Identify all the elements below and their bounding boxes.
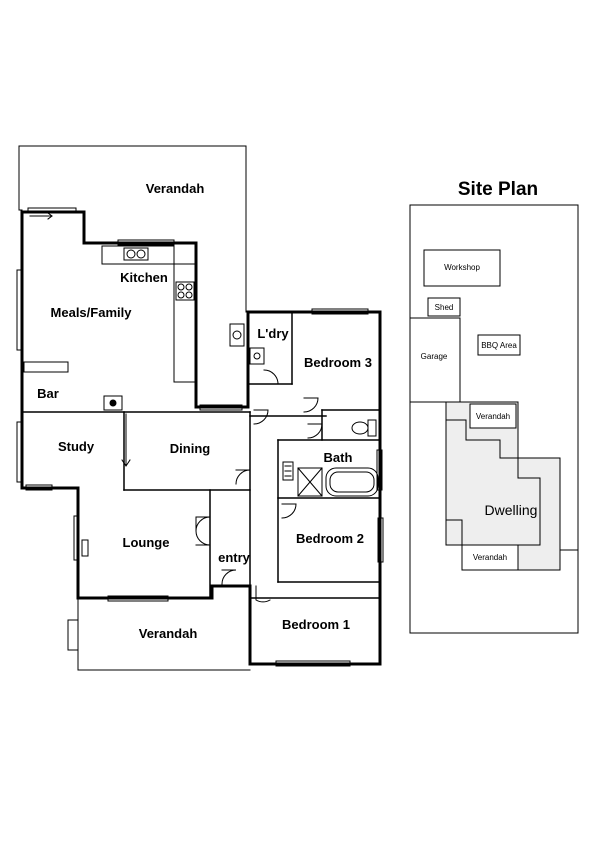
- label-bedroom-1: Bedroom 1: [282, 617, 350, 632]
- site-label-dwelling: Dwelling: [485, 502, 538, 518]
- site-label-workshop: Workshop: [444, 263, 480, 272]
- label-kitchen: Kitchen: [120, 270, 168, 285]
- label-bedroom-2: Bedroom 2: [296, 531, 364, 546]
- windows: [16, 207, 384, 667]
- door-swings: [29, 212, 323, 603]
- house-outer-wall-main: [20, 210, 382, 666]
- site-label-verandah-top: Verandah: [476, 412, 510, 421]
- label-verandah-rear: Verandah: [146, 181, 205, 196]
- label-meals-family: Meals/Family: [51, 305, 133, 320]
- label-laundry: L'dry: [257, 326, 289, 341]
- label-entry: entry: [218, 550, 251, 565]
- room-labels: Verandah Kitchen Meals/Family L'dry Bedr…: [37, 181, 372, 641]
- label-dining: Dining: [170, 441, 210, 456]
- site-label-verandah-bottom: Verandah: [473, 553, 507, 562]
- site-label-garage: Garage: [421, 352, 448, 361]
- site-workshop: [423, 249, 501, 287]
- laundry-fittings: [229, 323, 265, 365]
- rear-verandah-outline: [18, 145, 247, 313]
- label-lounge: Lounge: [123, 535, 170, 550]
- house-outer-wall-west: [82, 210, 382, 414]
- site-dwelling: [445, 401, 578, 571]
- site-verandah-bottom-box: [461, 544, 519, 571]
- kitchen-fittings: [23, 245, 197, 467]
- site-label-shed: Shed: [435, 303, 454, 312]
- label-bath: Bath: [324, 450, 353, 465]
- label-bar: Bar: [37, 386, 59, 401]
- verandah-step: [67, 619, 79, 651]
- site-label-bbq-area: BBQ Area: [481, 341, 517, 350]
- floor-plan: [16, 145, 384, 671]
- site-verandah-top-box: [469, 403, 517, 429]
- lounge-fireplace: [81, 539, 89, 557]
- label-study: Study: [58, 439, 95, 454]
- site-plan: Site Plan Workshop Shed Garage BBQ Area …: [409, 179, 579, 634]
- interior-walls: [21, 311, 381, 599]
- site-bbq-area: [477, 334, 521, 356]
- site-boundary: [409, 204, 579, 634]
- site-shed: [427, 297, 461, 317]
- label-bedroom-3: Bedroom 3: [304, 355, 372, 370]
- bathroom-fittings: [282, 419, 379, 497]
- site-plan-title: Site Plan: [458, 179, 538, 200]
- label-verandah-front: Verandah: [139, 626, 198, 641]
- site-dwelling-core: [445, 419, 541, 546]
